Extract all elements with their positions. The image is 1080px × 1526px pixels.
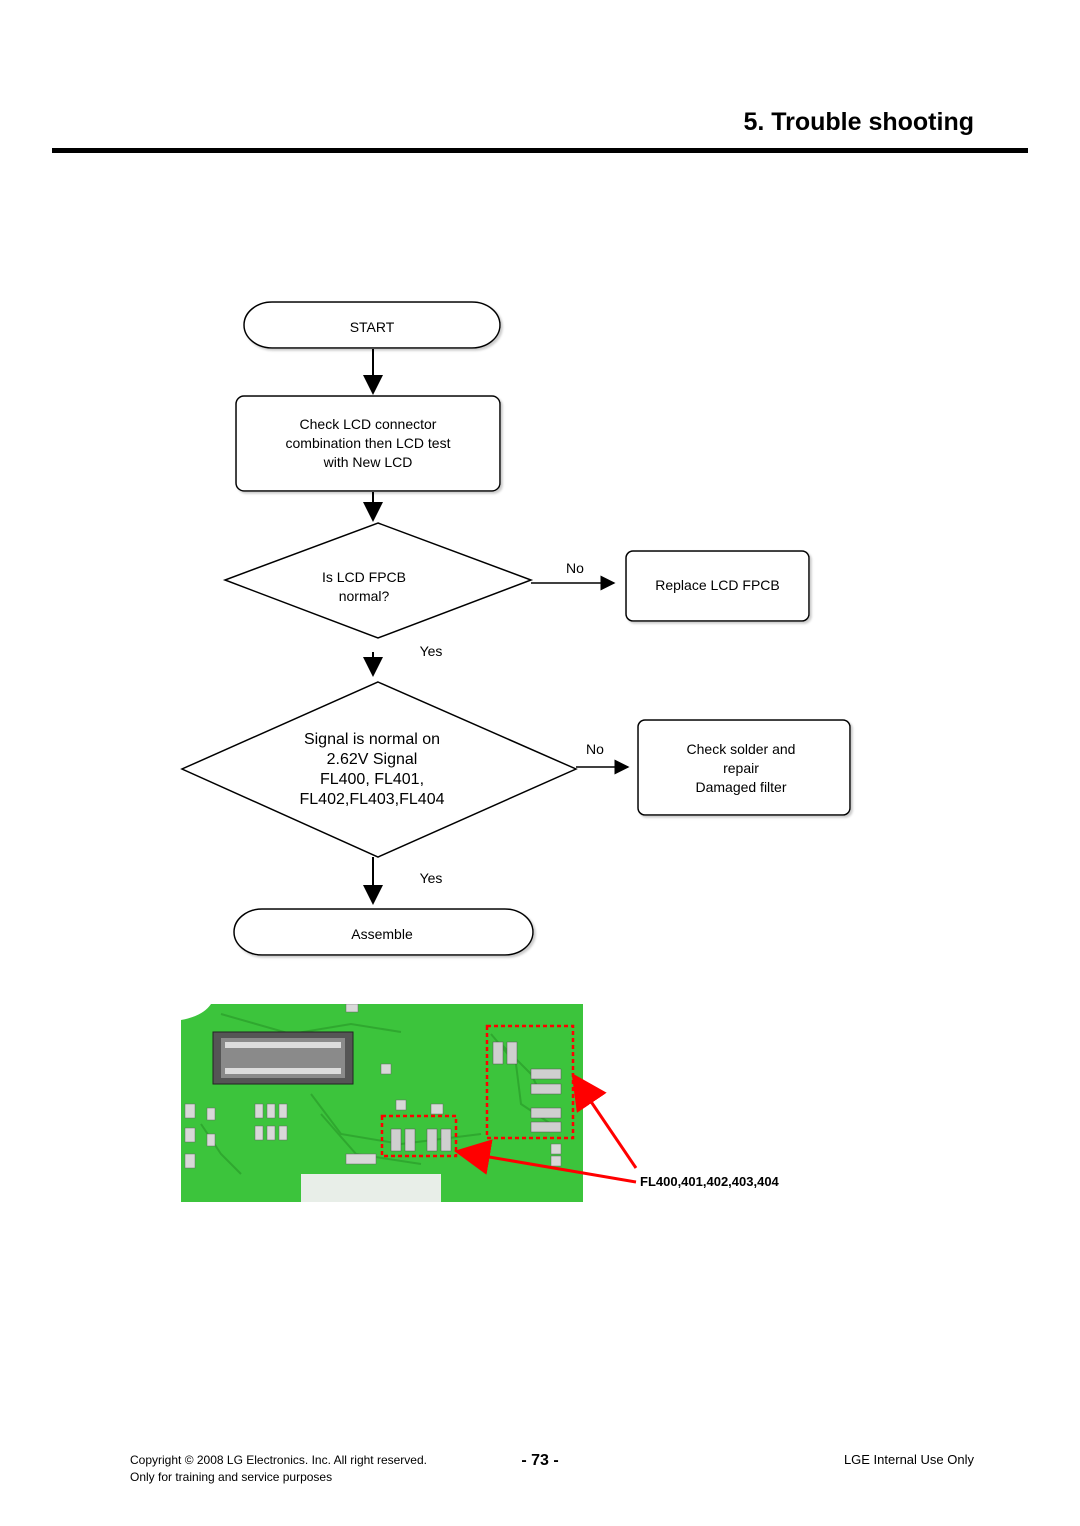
training-text: Only for training and service purposes [130,1470,333,1484]
start-label: START [349,319,395,335]
header-rule [52,148,1028,153]
pcb-photo [181,1004,583,1202]
action2-text: Check solder and repair Damaged filter [638,740,844,797]
pcb-drawing [181,1004,583,1202]
step1-box [235,395,501,492]
decision2-no-label: No [586,741,604,757]
step1-line3: with New LCD [323,454,413,470]
decision2-line1: Signal is normal on [303,731,441,748]
action2-line3: Damaged filter [695,779,787,795]
decision1-line2: normal? [338,588,390,604]
decision2-line3: FL400, FL401, [319,771,425,788]
step1-line2: combination then LCD test [285,435,451,451]
decision2-line4: FL402,FL403,FL404 [299,791,445,808]
decision1-diamond [222,522,534,639]
decision1-text: Is LCD FPCB normal? [278,568,450,606]
decision2-text: Signal is normal on 2.62V Signal FL400, … [262,730,482,810]
red-arrow-upper [571,1073,638,1169]
internal-use-label: LGE Internal Use Only [843,1452,974,1467]
step1-text: Check LCD connector combination then LCD… [236,415,500,472]
action2-line1: Check solder and [686,741,796,757]
footer-left: Copyright © 2008 LG Electronics. Inc. Al… [130,1452,427,1486]
decision2-diamond [180,681,578,858]
page-number: - 73 - [521,1452,559,1469]
action1-text: Replace LCD FPCB [655,577,780,593]
page-title: 5. Trouble shooting [743,108,974,136]
flowchart [180,301,851,956]
action2-line2: repair [723,760,759,776]
filter-callout-label: FL400,401,402,403,404 [640,1174,779,1189]
decision1-no-label: No [566,560,584,576]
end-terminator [233,908,534,956]
decision1-line1: Is LCD FPCB [321,569,406,585]
action2-box [637,719,851,816]
step1-line1: Check LCD connector [299,416,437,432]
end-label: Assemble [351,926,413,942]
action1-box [625,550,810,622]
decision1-yes-label: Yes [419,643,443,659]
decision2-line2: 2.62V Signal [326,751,418,768]
copyright-text: Copyright © 2008 LG Electronics. Inc. Al… [130,1453,427,1467]
start-terminator [243,301,501,349]
decision2-yes-label: Yes [419,870,443,886]
